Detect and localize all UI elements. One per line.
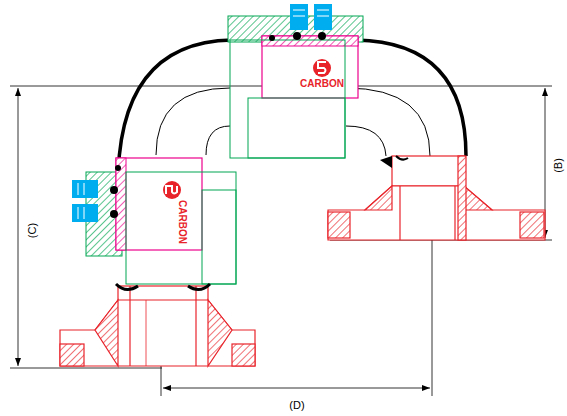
- dimension-label: (B): [552, 157, 563, 174]
- brand-label: CARBON: [300, 79, 344, 89]
- dimension-label: (D): [288, 400, 305, 411]
- dimension-label: (C): [28, 221, 39, 238]
- brand-label: CARBON: [177, 200, 187, 244]
